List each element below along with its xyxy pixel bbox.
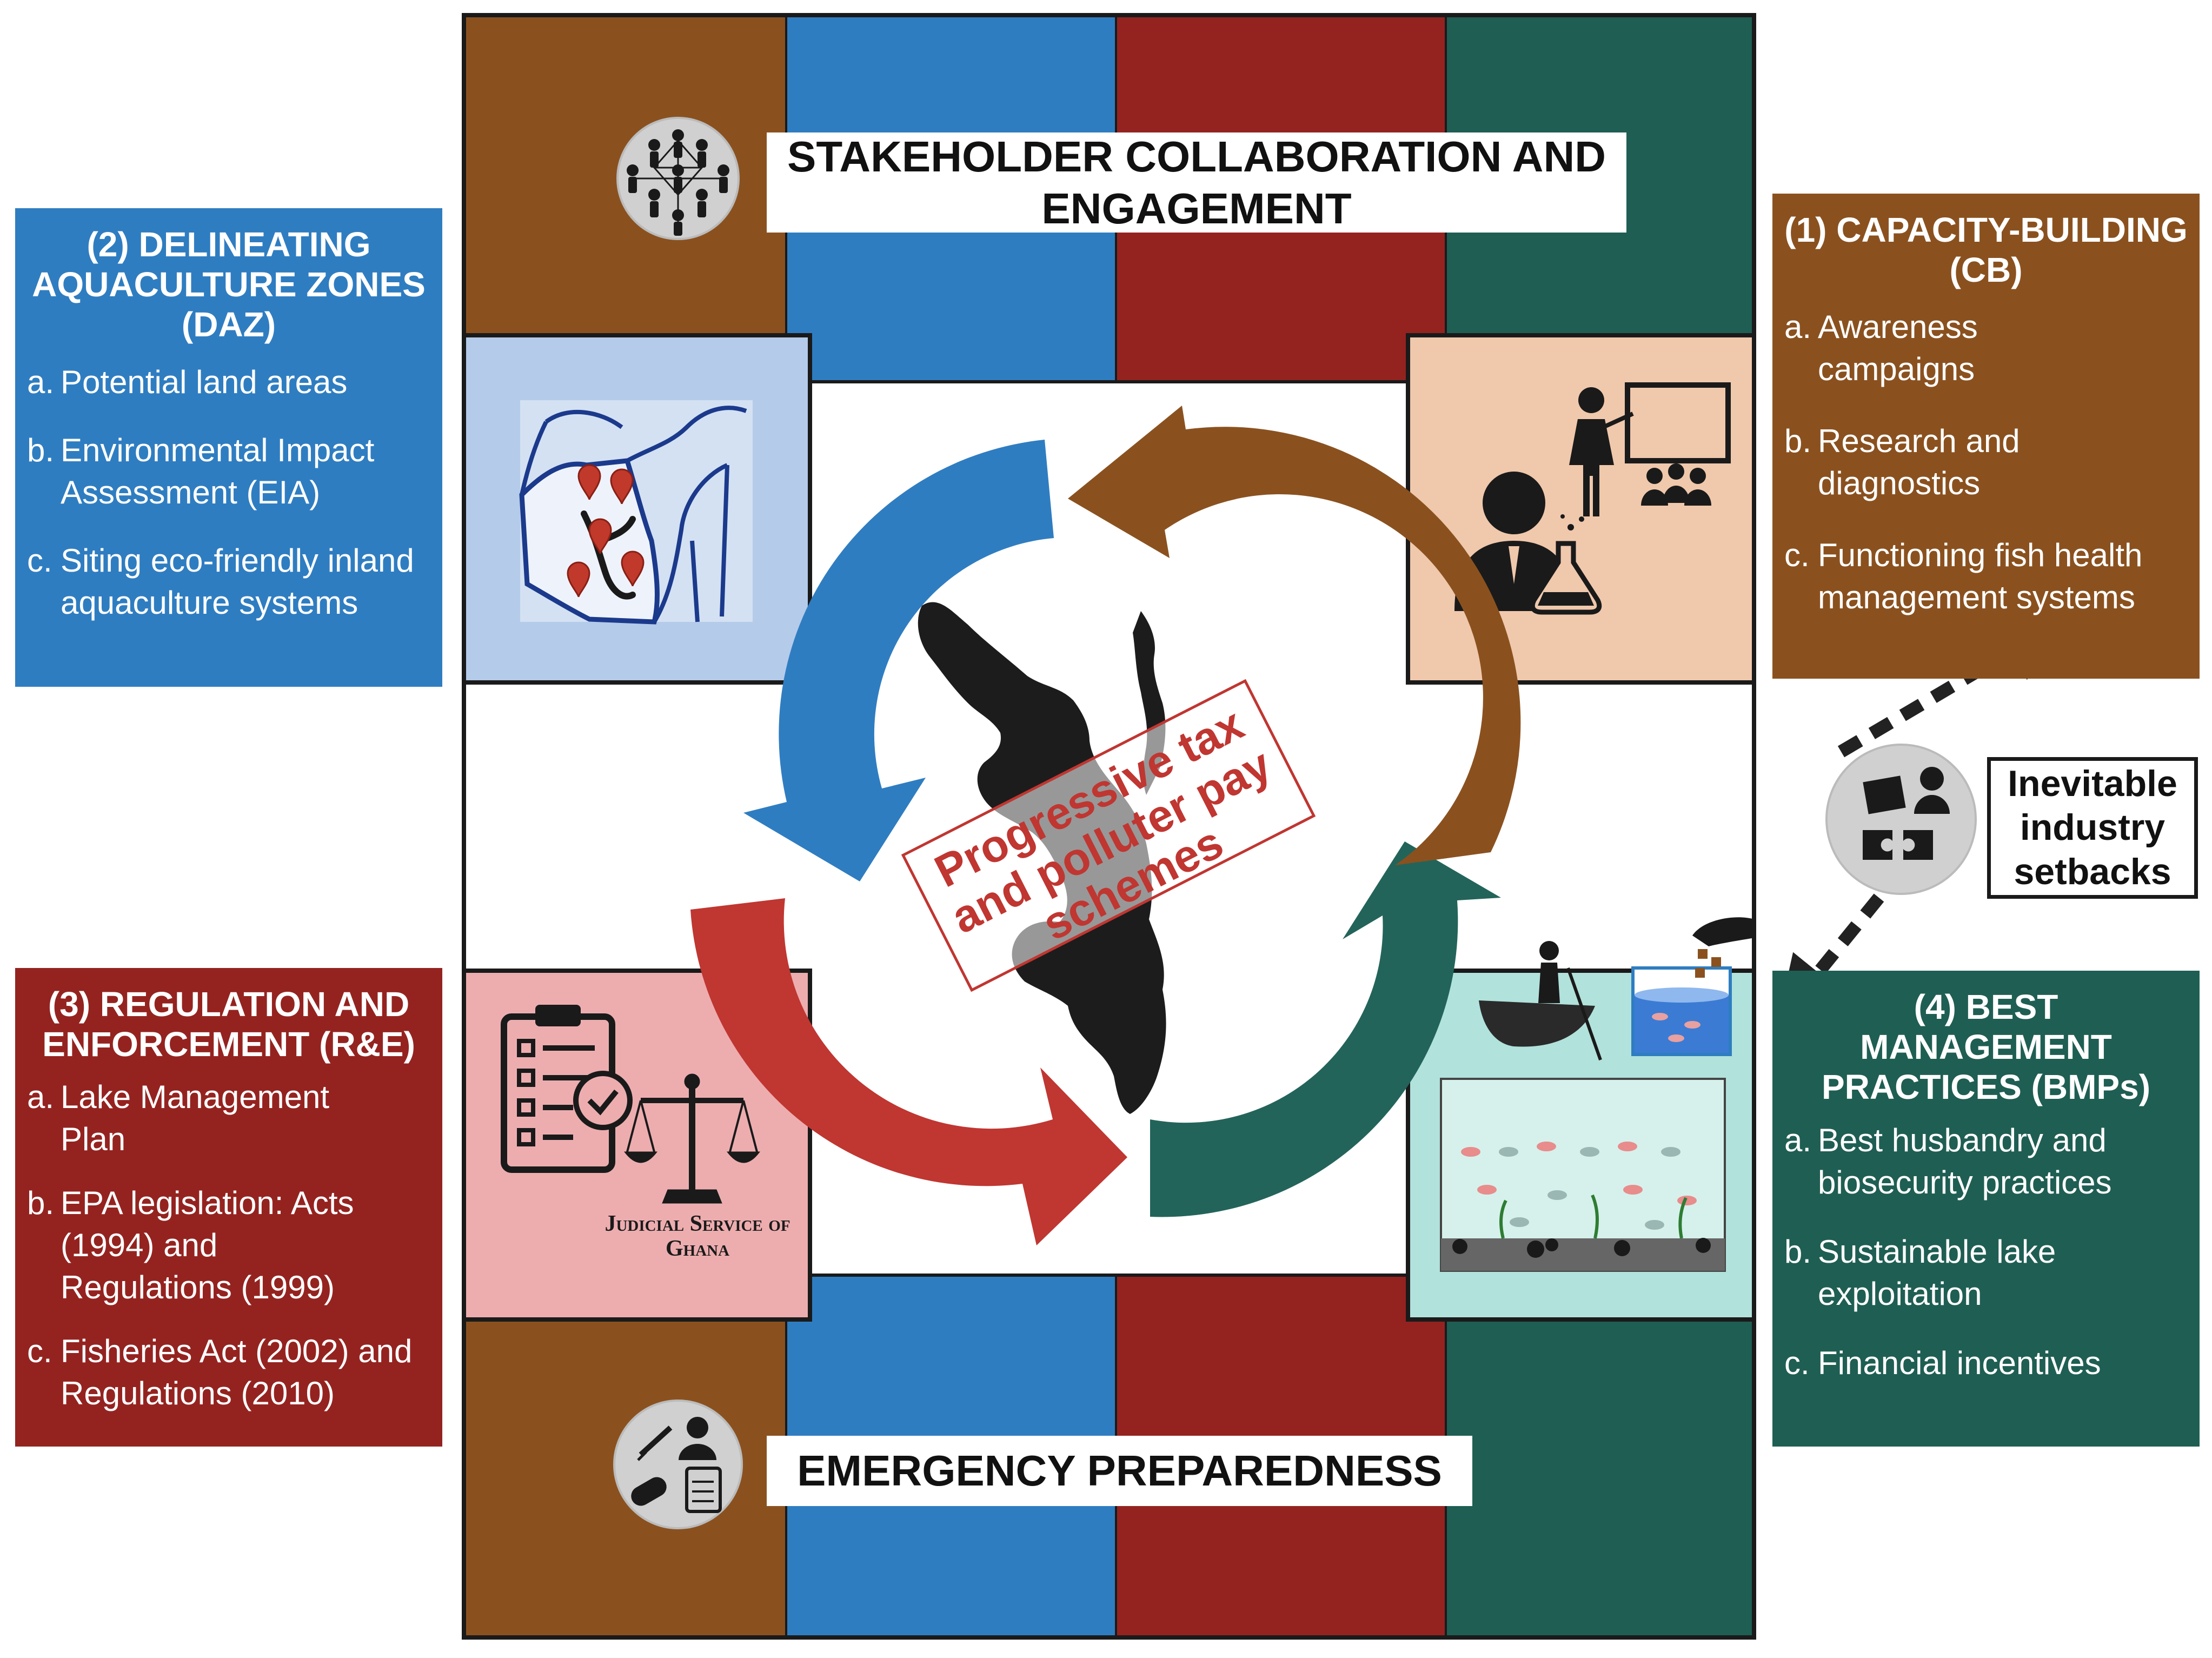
blue-arrow (743, 440, 1054, 881)
brown-arrow (1068, 406, 1521, 865)
re-item-a: a.Lake Management Plan (27, 1079, 329, 1158)
daz-item-b: b.Environmental Impact Assessment (EIA) (27, 432, 375, 510)
bmp-item-a: a.Best husbandry and biosecurity practic… (1784, 1122, 2112, 1201)
daz-item-a: a.Potential land areas (27, 363, 348, 400)
feeding-hand-icon (1692, 917, 1755, 978)
checklist-icon (501, 1005, 633, 1173)
red-arrow (690, 898, 1127, 1245)
re-box: (3) REGULATION AND ENFORCEMENT (R&E) a.L… (15, 968, 442, 1447)
people-network-icon (616, 117, 740, 240)
seaweed-icon (1499, 1194, 1688, 1239)
daz-title: (2) DELINEATING AQUACULTURE ZONES (DAZ) (32, 225, 426, 344)
scales-of-justice-icon (623, 1073, 761, 1204)
emergency-kit-icon (613, 1400, 743, 1529)
daz-item-c: c.Siting eco-friendly inland aquaculture… (27, 542, 414, 621)
map-pin-icon (567, 464, 645, 598)
bmp-title: (4) BEST MANAGEMENT PRACTICES (BMPs) (1821, 987, 2151, 1107)
flask-icon (1530, 514, 1602, 615)
audience-icon (1641, 463, 1711, 506)
outer-frame (462, 13, 1756, 1640)
green-arrow (1150, 841, 1501, 1217)
re-item-c: c.Fisheries Act (2002) and Regulations (… (27, 1333, 413, 1412)
emergency-banner-text: EMERGENCY PREPAREDNESS (797, 1447, 1442, 1495)
judicial-label-text: Judicial Service of Ghana (605, 1211, 791, 1262)
strip-bottom-green (1446, 1275, 1754, 1637)
setbacks-icon (1825, 744, 1977, 895)
cb-item-c: c.Functioning fish health management sys… (1784, 537, 2143, 616)
emergency-banner: EMERGENCY PREPAREDNESS (767, 1436, 1472, 1506)
best-practices-panel (1406, 917, 1756, 1322)
ghana-map-panel (462, 333, 812, 685)
cycle-arrows (690, 406, 1521, 1245)
setbacks-text: Inevitable industry setbacks (2008, 762, 2177, 892)
teacher-board-icon (1569, 382, 1731, 516)
bmp-item-c: c.Financial incentives (1784, 1344, 2101, 1381)
bmp-box: (4) BEST MANAGEMENT PRACTICES (BMPs) a.B… (1772, 971, 2200, 1447)
stakeholder-banner: STAKEHOLDER COLLABORATION AND ENGAGEMENT (767, 132, 1626, 233)
cb-item-a: a.Awareness campaigns (1784, 309, 1978, 388)
setbacks-box: Inevitable industry setbacks (1987, 757, 2198, 899)
cb-box: (1) CAPACITY-BUILDING (CB) a.Awareness c… (1772, 194, 2200, 679)
capacity-building-panel (1406, 333, 1756, 685)
boat-fisherman-icon (1479, 941, 1602, 1060)
stakeholder-banner-text: STAKEHOLDER COLLABORATION AND ENGAGEMENT (787, 132, 1606, 233)
cb-item-b: b.Research and diagnostics (1784, 423, 2020, 502)
fish-tank-icon (1631, 966, 1732, 1056)
re-title: (3) REGULATION AND ENFORCEMENT (R&E) (42, 985, 415, 1064)
cb-title: (1) CAPACITY-BUILDING (CB) (1784, 210, 2188, 290)
judicial-label: Judicial Service of Ghana (595, 1211, 800, 1261)
re-item-b: b.EPA legislation: Acts (1994) and Regul… (27, 1185, 354, 1306)
bmp-item-b: b.Sustainable lake exploitation (1784, 1233, 2056, 1312)
daz-box: (2) DELINEATING AQUACULTURE ZONES (DAZ) … (15, 208, 442, 687)
rock-icon (1452, 1238, 1711, 1258)
